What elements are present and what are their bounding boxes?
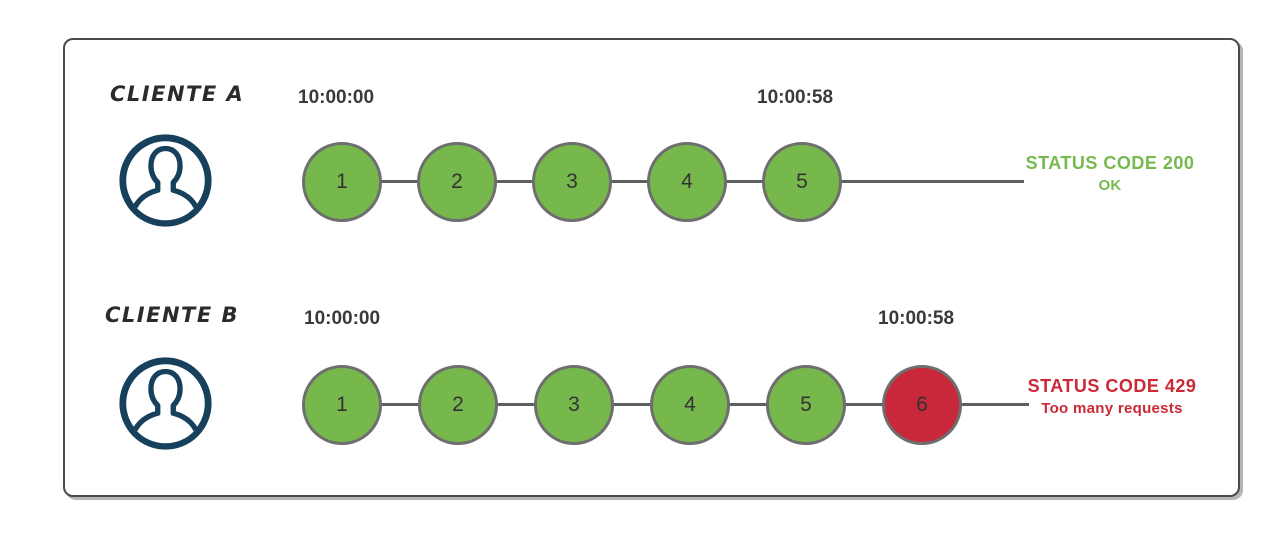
request-node: 3: [534, 365, 614, 445]
request-number: 4: [684, 393, 696, 416]
request-number: 2: [451, 170, 463, 193]
request-node: 1: [302, 365, 382, 445]
client-a-label: CLIENTE A: [110, 82, 245, 106]
request-node: 1: [302, 142, 382, 222]
request-node: 2: [418, 365, 498, 445]
request-node: 3: [532, 142, 612, 222]
request-number: 4: [681, 170, 693, 193]
request-node: 4: [650, 365, 730, 445]
request-node: 2: [417, 142, 497, 222]
request-number: 1: [336, 170, 348, 193]
request-node: 4: [647, 142, 727, 222]
status-message-text: Too many requests: [1041, 400, 1183, 417]
status-code-text: STATUS CODE 429: [1027, 376, 1197, 396]
user-avatar-icon: [117, 355, 214, 452]
diagram-frame: CLIENTE A 10:00:00 10:00:58 1 2 3 4 5: [63, 38, 1240, 497]
status-code-text: STATUS CODE 200: [1025, 153, 1195, 173]
client-a-end-time: 10:00:58: [757, 87, 834, 108]
request-number: 2: [452, 393, 464, 416]
request-number: 3: [568, 393, 580, 416]
request-number: 3: [566, 170, 578, 193]
client-a-status: STATUS CODE 200 OK: [1005, 153, 1215, 194]
request-number: 1: [336, 393, 348, 416]
status-message-text: OK: [1098, 177, 1122, 194]
request-number: 5: [796, 170, 808, 193]
request-node: 5: [762, 142, 842, 222]
user-avatar-icon: [117, 132, 214, 229]
request-node: 5: [766, 365, 846, 445]
request-node-error: 6: [882, 365, 962, 445]
client-b-start-time: 10:00:00: [304, 308, 381, 329]
client-b-status: STATUS CODE 429 Too many requests: [1002, 376, 1222, 417]
client-a-start-time: 10:00:00: [298, 87, 375, 108]
client-b-label: CLIENTE B: [105, 303, 240, 327]
request-number: 6: [916, 393, 928, 416]
request-number: 5: [800, 393, 812, 416]
client-b-end-time: 10:00:58: [878, 308, 955, 329]
